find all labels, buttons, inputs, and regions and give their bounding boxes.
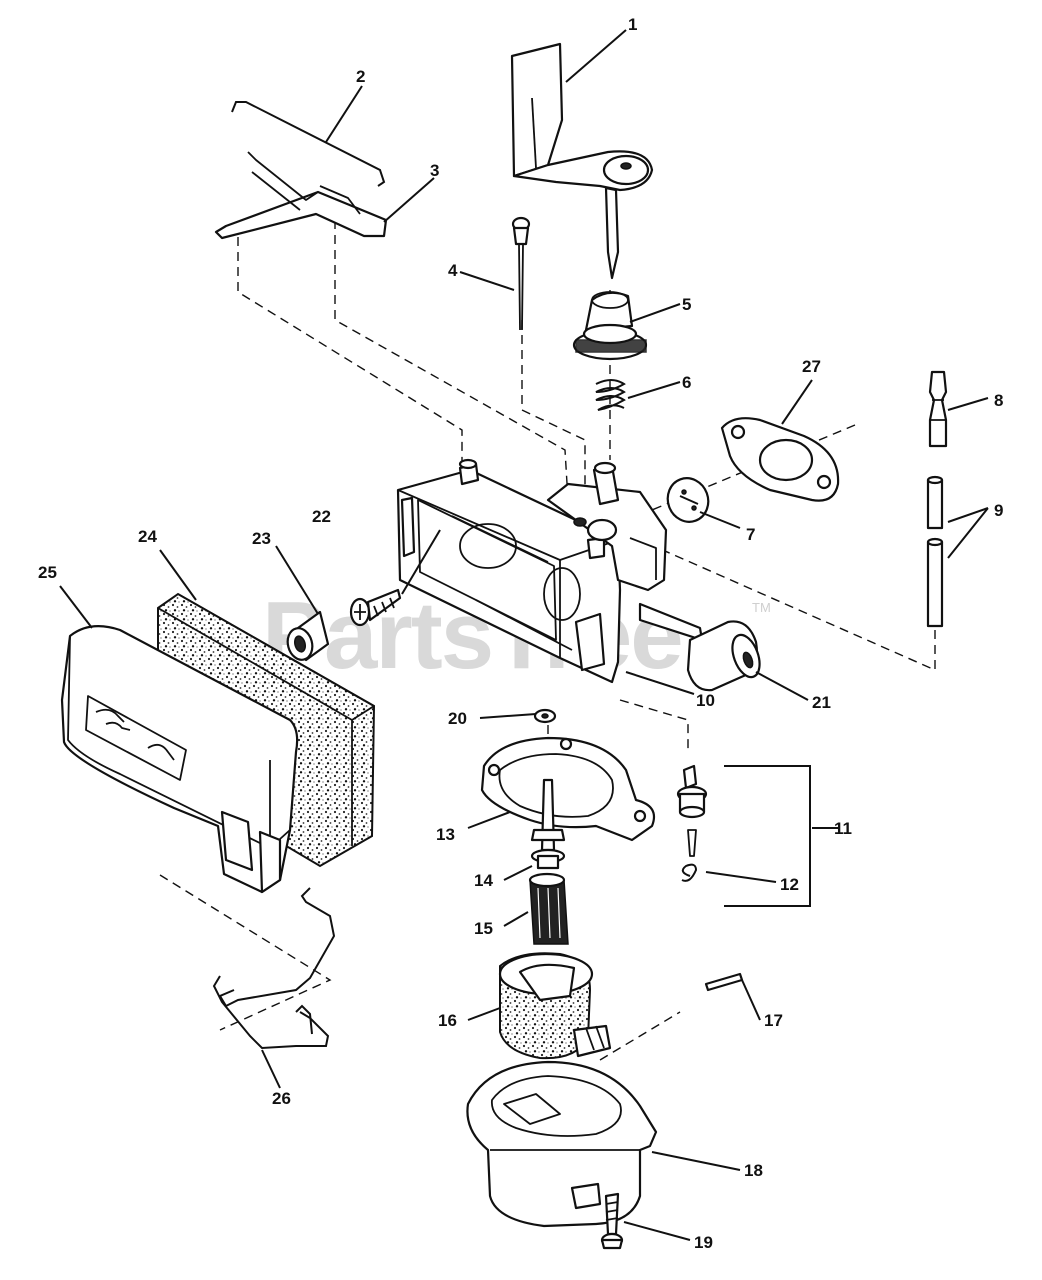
part-12-clip xyxy=(681,863,698,882)
part-23-bushing xyxy=(286,610,330,662)
callout-9: 9 xyxy=(994,501,1003,520)
callout-13: 13 xyxy=(436,825,455,844)
part-10-carburetor-body xyxy=(396,458,704,684)
callout-8: 8 xyxy=(994,391,1003,410)
part-13-bowl-gasket xyxy=(480,736,656,842)
callout-12: 12 xyxy=(780,875,799,894)
part-5-gear xyxy=(572,291,648,361)
part-3-linkage-bracket xyxy=(214,151,388,240)
callout-3: 3 xyxy=(430,161,439,180)
part-26-wire-clip xyxy=(212,887,336,1050)
callout-25: 25 xyxy=(38,563,57,582)
callout-19: 19 xyxy=(694,1233,713,1252)
part-22-screw xyxy=(349,588,402,627)
callout-6: 6 xyxy=(682,373,691,392)
part-21-primer xyxy=(686,620,761,692)
part-15-float xyxy=(528,872,569,945)
callout-22: 22 xyxy=(312,507,331,526)
callout-7: 7 xyxy=(746,525,755,544)
callout-labels: 1 2 3 4 5 6 7 8 9 10 11 12 13 14 15 16 1… xyxy=(38,15,1003,1252)
part-2-wire-link xyxy=(231,101,386,187)
callout-15: 15 xyxy=(474,919,493,938)
part-9-fuel-tubes xyxy=(926,475,944,628)
callout-5: 5 xyxy=(682,295,691,314)
part-11-needle-seat-assembly xyxy=(676,764,811,907)
part-16-float xyxy=(498,952,612,1060)
callout-16: 16 xyxy=(438,1011,457,1030)
part-6-spring xyxy=(595,379,626,411)
part-18-float-bowl xyxy=(466,1060,658,1228)
callout-11: 11 xyxy=(834,819,852,838)
callout-2: 2 xyxy=(356,67,365,86)
part-17-pin xyxy=(704,972,744,992)
callout-14: 14 xyxy=(474,871,493,890)
alignment-lines xyxy=(159,205,936,1061)
part-27-gasket xyxy=(720,417,840,502)
leader-lines xyxy=(59,29,989,1241)
part-25-filter-cover xyxy=(60,625,299,894)
part-14-nozzle xyxy=(530,778,566,870)
callout-1: 1 xyxy=(628,15,637,34)
part-8-hose-fitting xyxy=(928,370,948,448)
part-7-throttle-plate xyxy=(666,477,710,523)
part-1-choke-lever xyxy=(510,42,654,280)
part-19-bowl-screw xyxy=(600,1192,624,1250)
callout-23: 23 xyxy=(252,529,271,548)
watermark-trademark: TM xyxy=(752,600,771,615)
callout-21: 21 xyxy=(812,693,831,712)
callout-17: 17 xyxy=(764,1011,783,1030)
callout-4: 4 xyxy=(448,261,458,280)
part-20-washer xyxy=(533,708,557,724)
callout-24: 24 xyxy=(138,527,157,546)
callout-27: 27 xyxy=(802,357,821,376)
callout-18: 18 xyxy=(744,1161,763,1180)
part-4-needle-screw xyxy=(511,216,531,331)
callout-20: 20 xyxy=(448,709,467,728)
callout-10: 10 xyxy=(696,691,715,710)
callout-26: 26 xyxy=(272,1089,291,1108)
